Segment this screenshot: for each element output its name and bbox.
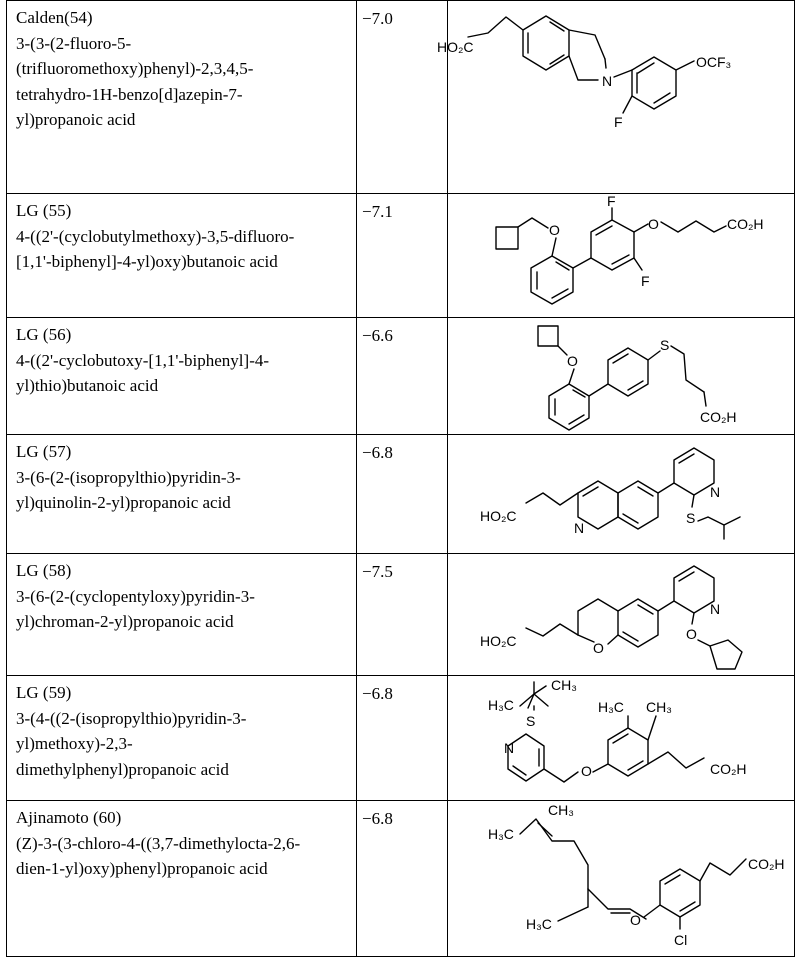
atom-label: N <box>602 73 612 89</box>
table-row: Calden(54) 3-(3-(2-fluoro-5- (trifluorom… <box>6 0 795 194</box>
structure-cell: HO₂C N OCF₃ F <box>437 0 795 194</box>
docking-score: −7.0 <box>356 0 448 194</box>
compound-name-line: yl)quinolin-2-yl)propanoic acid <box>16 493 231 512</box>
table-row: Ajinamoto (60) (Z)-3-(3-chloro-4-((3,7-d… <box>6 800 795 957</box>
compound-name-cell: LG (55) 4-((2'-(cyclobutylmethoxy)-3,5-d… <box>6 193 357 318</box>
atom-label: H₃C <box>526 916 552 932</box>
docking-score: −6.8 <box>356 434 448 554</box>
compound-name-cell: Calden(54) 3-(3-(2-fluoro-5- (trifluorom… <box>6 0 357 194</box>
structure-60: CH₃ H₃C H₃C O Cl CO₂H <box>488 802 785 948</box>
atom-label: N <box>710 484 720 500</box>
compound-name-line: 3-(6-(2-(isopropylthio)pyridin-3- <box>16 467 241 487</box>
atom-label: HO₂C <box>437 39 474 55</box>
docking-score: −6.6 <box>356 317 448 435</box>
atom-label: CH₃ <box>551 677 577 693</box>
atom-label: N <box>504 740 514 756</box>
compound-name-line: 3-(6-(2-(cyclopentyloxy)pyridin-3- <box>16 586 255 606</box>
compound-name-line: 4-((2'-cyclobutoxy-[1,1'-biphenyl]-4- <box>16 350 270 370</box>
compound-name-line: dimethylphenyl)propanoic acid <box>16 759 229 779</box>
structure-55: O F O CO₂H F <box>495 193 764 305</box>
atom-label: CO₂H <box>748 856 785 872</box>
atom-label: F <box>641 273 650 289</box>
compound-name-line: LG (58) <box>16 561 72 580</box>
structure-cell: O F O CO₂H F <box>447 193 795 318</box>
atom-label: H₃C <box>598 699 624 715</box>
compound-name-line: tetrahydro-1H-benzo[d]azepin-7- <box>16 84 243 104</box>
structure-cell: N N HO₂C S <box>447 434 795 554</box>
atom-label: O <box>648 216 659 232</box>
atom-label: CO₂H <box>727 216 764 232</box>
table-row: LG (57) 3-(6-(2-(isopropylthio)pyridin-3… <box>6 434 795 554</box>
docking-score: −6.8 <box>356 675 448 801</box>
compound-name-cell: Ajinamoto (60) (Z)-3-(3-chloro-4-((3,7-d… <box>6 800 357 957</box>
docking-score: −7.1 <box>356 193 448 318</box>
structure-cell: N O HO₂C O <box>447 553 795 676</box>
atom-label: O <box>686 626 697 642</box>
docking-score: −7.5 <box>356 553 448 676</box>
structure-cell: CH₃ H₃C H₃C O Cl CO₂H <box>447 800 795 957</box>
atom-label: H₃C <box>488 697 514 713</box>
atom-label: S <box>686 510 695 526</box>
atom-label: S <box>660 337 669 353</box>
atom-label: HO₂C <box>480 508 517 524</box>
atom-label: F <box>607 193 616 209</box>
atom-label: O <box>567 353 578 369</box>
atom-label: CH₃ <box>548 802 574 818</box>
compound-name-line: 3-(4-((2-(isopropylthio)pyridin-3- <box>16 708 247 728</box>
atom-label: H₃C <box>488 826 514 842</box>
compound-name-line: dien-1-yl)oxy)phenyl)propanoic acid <box>16 859 268 878</box>
compound-table: Calden(54) 3-(3-(2-fluoro-5- (trifluorom… <box>6 0 795 957</box>
compound-name-line: LG (55) <box>16 201 72 220</box>
atom-label: F <box>614 114 623 130</box>
compound-name-cell: LG (57) 3-(6-(2-(isopropylthio)pyridin-3… <box>6 434 357 554</box>
structure-58: N O HO₂C O <box>480 565 743 670</box>
table-row: LG (56) 4-((2'-cyclobutoxy-[1,1'-bipheny… <box>6 317 795 435</box>
compound-name-line: [1,1'-biphenyl]-4-yl)oxy)butanoic acid <box>16 252 278 271</box>
compound-name-line: Ajinamoto (60) <box>16 808 122 827</box>
compound-name-line: LG (59) <box>16 683 72 702</box>
structure-cell: CH₃ H₃C S N O H₃C <box>447 675 795 801</box>
compound-name-line: 4-((2'-(cyclobutylmethoxy)-3,5-difluoro- <box>16 226 295 246</box>
structure-cell: O S CO₂H <box>447 317 795 435</box>
compound-name-line: Calden(54) <box>16 8 93 27</box>
atom-label: S <box>526 713 535 729</box>
atom-label: O <box>593 640 604 656</box>
atom-label: OCF₃ <box>696 54 731 70</box>
structure-56: O S CO₂H <box>537 325 737 431</box>
compound-name-line: yl)propanoic acid <box>16 110 136 129</box>
compound-name-line: 3-(3-(2-fluoro-5- <box>16 33 132 53</box>
table-row: LG (58) 3-(6-(2-(cyclopentyloxy)pyridin-… <box>6 553 795 676</box>
compound-name-cell: LG (58) 3-(6-(2-(cyclopentyloxy)pyridin-… <box>6 553 357 676</box>
compound-name-cell: LG (59) 3-(4-((2-(isopropylthio)pyridin-… <box>6 675 357 801</box>
atom-label: O <box>549 222 560 238</box>
atom-label: CO₂H <box>710 761 747 777</box>
compound-name-line: LG (57) <box>16 442 72 461</box>
compound-name-line: yl)chroman-2-yl)propanoic acid <box>16 612 234 631</box>
compound-name-line: yl)thio)butanoic acid <box>16 376 159 395</box>
compound-name-line: LG (56) <box>16 325 72 344</box>
compound-name-cell: LG (56) 4-((2'-cyclobutoxy-[1,1'-bipheny… <box>6 317 357 435</box>
table-row: LG (59) 3-(4-((2-(isopropylthio)pyridin-… <box>6 675 795 801</box>
atom-label: N <box>574 520 584 536</box>
docking-score: −6.8 <box>356 800 448 957</box>
atom-label: O <box>581 763 592 779</box>
structure-59: CH₃ H₃C S N O H₃C <box>488 677 747 783</box>
table-row: LG (55) 4-((2'-(cyclobutylmethoxy)-3,5-d… <box>6 193 795 318</box>
structure-54: HO₂C N OCF₃ F <box>437 15 731 130</box>
atom-label: Cl <box>674 932 687 948</box>
atom-label: CO₂H <box>700 409 737 425</box>
atom-label: HO₂C <box>480 633 517 649</box>
compound-name-line: (trifluoromethoxy)phenyl)-2,3,4,5- <box>16 59 254 78</box>
compound-name-line: yl)methoxy)-2,3- <box>16 734 133 753</box>
structure-57: N N HO₂C S <box>480 447 741 540</box>
atom-label: N <box>710 601 720 617</box>
atom-label: O <box>630 912 641 928</box>
atom-label: CH₃ <box>646 699 672 715</box>
compound-name-line: (Z)-3-(3-chloro-4-((3,7-dimethylocta-2,6… <box>16 833 301 853</box>
